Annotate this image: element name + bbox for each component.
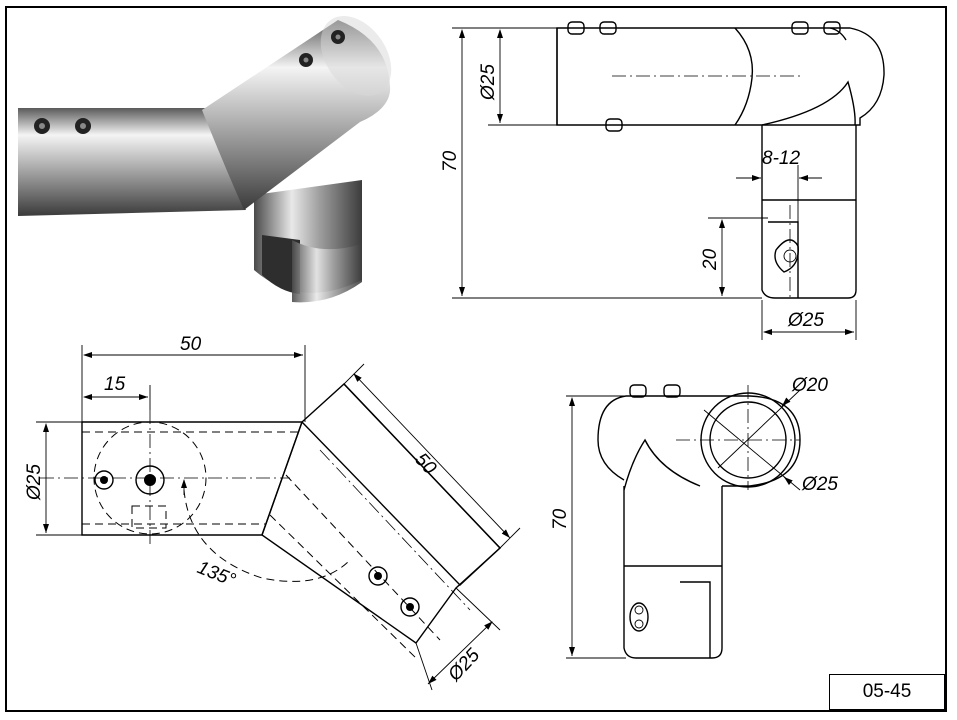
end-dim-inner-diameter: Ø20 [791,375,828,396]
render-horizontal-tube [18,108,246,216]
top-dim-hole-offset: 15 [104,374,126,395]
screw-icon [303,57,309,63]
side-dim-slot-height: 20 [700,248,721,271]
render-screws [34,30,345,134]
top-dim-diameter-arm: Ø25 [444,645,485,687]
screw-icon [80,123,86,129]
screw-icon [39,123,45,129]
side-dim-diameter-bottom: Ø25 [787,310,824,331]
side-dim-height-total: 70 [440,150,461,172]
top-dim-length-arm: 50 [410,449,440,479]
screw-icon [335,34,341,40]
end-view: Ø20 Ø25 70 [550,375,838,659]
side-view: Ø25 70 8-12 20 Ø25 [440,21,885,340]
rendered-3d-view [18,16,392,303]
top-dim-angle: 135° [194,557,239,591]
top-dim-length-left: 50 [180,334,202,355]
sheet-border [5,6,947,712]
top-view: 50 15 Ø25 135° 50 Ø25 [24,334,521,691]
part-number-box: 05-45 [829,674,945,710]
render-post-bottom [292,240,362,303]
part-number: 05-45 [862,681,912,702]
side-dim-slot-width: 8-12 [762,148,800,169]
top-dim-diameter-left: Ø25 [24,464,45,501]
end-dim-outer-diameter: Ø25 [801,474,838,495]
end-dim-height: 70 [550,508,571,530]
side-dim-diameter-top: Ø25 [478,64,499,101]
render-post-slot [262,235,300,294]
